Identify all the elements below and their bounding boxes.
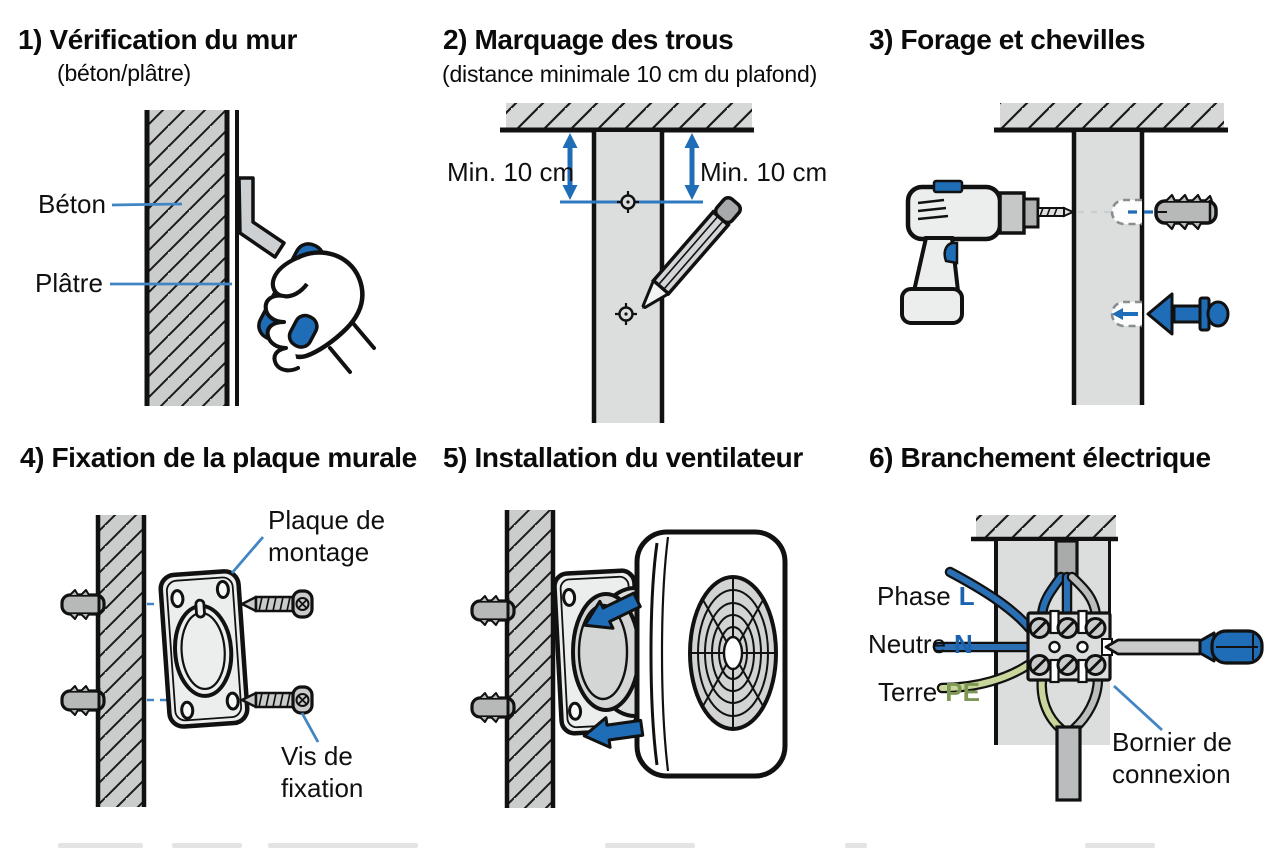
phase-label: Phase L — [877, 581, 975, 612]
panel1-title: 1) Vérification du mur — [18, 24, 298, 55]
panel3-illustration — [900, 103, 1230, 405]
neutre-code: N — [954, 629, 973, 659]
panel6-title: 6) Branchement électrique — [869, 442, 1211, 473]
wall-plug-icon — [60, 589, 106, 620]
panel2-title: 2) Marquage des trous — [443, 24, 734, 55]
drilled-hole-top — [1110, 198, 1142, 226]
panel6-illustration — [932, 515, 1264, 802]
vis-fixation-label: Vis de fixation — [281, 741, 364, 803]
cropped-text-fragment — [845, 843, 867, 848]
phase-word: Phase — [877, 581, 951, 611]
panel2-illustration — [500, 103, 754, 423]
bornier-label: Bornier de connexion — [1112, 727, 1232, 789]
panel4-illustration — [60, 515, 320, 807]
terre-word: Terre — [878, 677, 938, 707]
cropped-text-fragment — [1085, 843, 1155, 848]
panel5-title: 5) Installation du ventilateur — [443, 442, 803, 473]
panel1-subtitle: (béton/plâtre) — [57, 60, 191, 86]
panel1-illustration — [110, 110, 376, 406]
terre-code: PE — [945, 677, 980, 707]
ceiling-cross-section — [971, 515, 1118, 542]
phase-code: L — [958, 581, 975, 611]
cropped-text-fragment — [58, 843, 143, 848]
wall-plug-icon — [470, 692, 516, 723]
plaque-leader-line — [230, 536, 265, 574]
plaque-montage-label: Plaque de montage — [268, 505, 386, 567]
wall-cross-section — [504, 510, 556, 808]
beton-leader-line — [111, 202, 183, 207]
hand-with-detector-tool-icon — [237, 176, 376, 374]
mounting-plate-icon — [158, 569, 250, 729]
vis-leader-line — [300, 712, 320, 743]
neutre-label: Neutre N — [868, 629, 973, 660]
distance-arrow-left — [562, 133, 578, 200]
wall-cross-section — [144, 110, 239, 406]
panel4-title: 4) Fixation de la plaque murale — [20, 442, 417, 473]
wall-plug-icon — [470, 595, 516, 626]
ceiling-cross-section — [500, 103, 754, 133]
min-distance-label-right: Min. 10 cm — [700, 157, 828, 187]
insert-arrow-small — [1112, 308, 1138, 320]
beton-label: Béton — [38, 189, 106, 219]
wall-cross-section — [591, 132, 665, 423]
cropped-text-fragment — [605, 843, 695, 848]
push-arrow-top — [583, 591, 642, 630]
panel3-title: 3) Forage et chevilles — [869, 24, 1145, 55]
cropped-text-fragment — [268, 843, 418, 848]
terminal-screws — [1028, 617, 1107, 676]
wall-cross-section — [1071, 132, 1145, 405]
fan-grille — [688, 575, 778, 731]
screw-icon — [240, 589, 314, 619]
bornier-leader-line — [1113, 684, 1163, 732]
ceiling-cross-section — [994, 103, 1228, 133]
min-distance-label-left: Min. 10 cm — [447, 157, 575, 187]
wall-plug-icon — [1154, 193, 1218, 231]
drill-icon — [900, 179, 1076, 325]
drill-mark-top-icon — [617, 191, 639, 213]
terminal-block-icon — [1026, 609, 1113, 684]
terre-label: Terre PE — [878, 677, 980, 708]
panel2-subtitle: (distance minimale 10 cm du plafond) — [442, 61, 818, 87]
cable-sheath-bottom — [1055, 725, 1082, 802]
panel5-illustration — [470, 510, 788, 808]
cropped-text-fragment — [172, 843, 242, 848]
wall-plug-icon — [60, 685, 106, 716]
platre-label: Plâtre — [35, 268, 103, 298]
neutre-word: Neutre — [868, 629, 947, 659]
insert-plug-blue-icon — [1146, 292, 1230, 336]
pencil-icon — [641, 195, 742, 310]
screwdriver-icon — [1104, 629, 1264, 665]
wall-cross-section — [95, 515, 147, 807]
screw-icon — [240, 685, 314, 715]
drill-mark-bottom-icon — [615, 303, 637, 325]
fan-unit-icon — [634, 529, 788, 779]
distance-arrow-right — [684, 133, 700, 200]
push-arrow-bottom — [582, 716, 645, 749]
